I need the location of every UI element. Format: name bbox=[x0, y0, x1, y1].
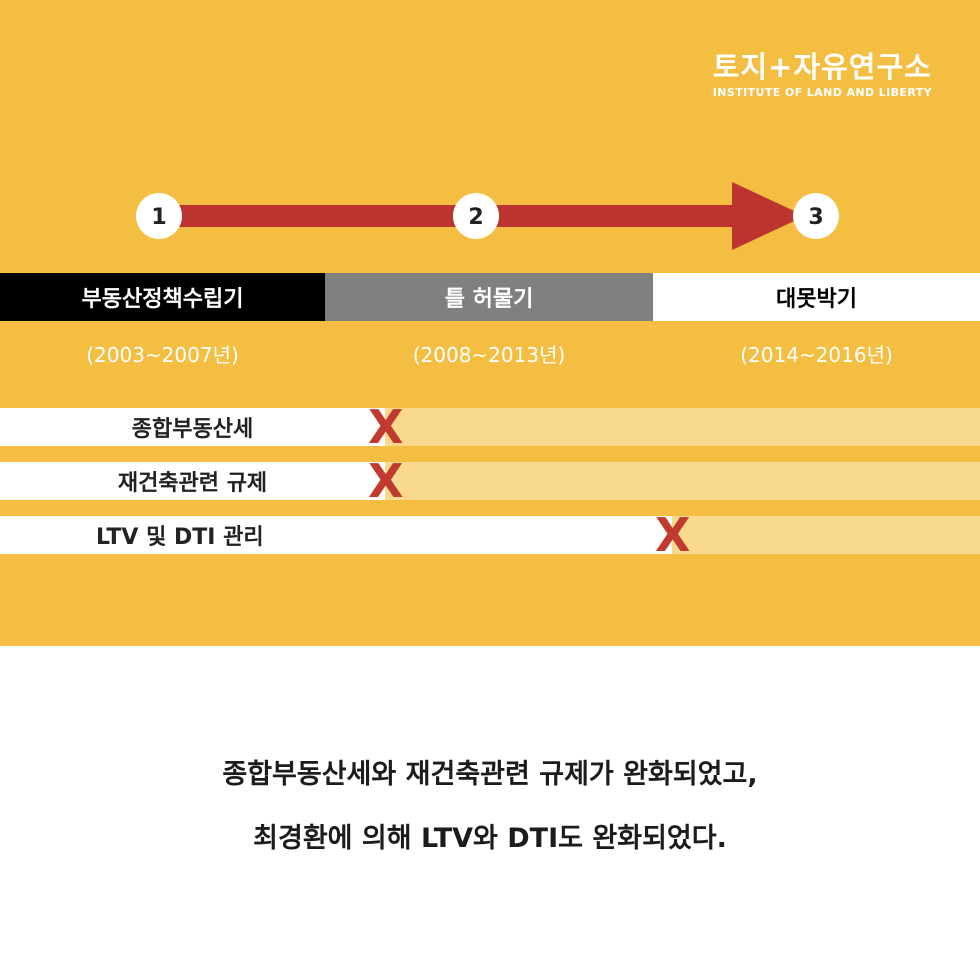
abolished-x-icon-3: X bbox=[655, 508, 691, 562]
policy-active-bar-2: 재건축관련 규제 bbox=[0, 462, 385, 500]
logo-title: 토지+자유연구소 bbox=[712, 50, 932, 84]
logo-subtitle: INSTITUTE OF LAND AND LIBERTY bbox=[712, 86, 932, 99]
abolished-x-icon-2: X bbox=[368, 454, 404, 508]
step-marker-2: 2 bbox=[453, 193, 499, 239]
policy-faded-bar-3 bbox=[672, 516, 980, 554]
step-number-1: 1 bbox=[151, 205, 166, 230]
policy-label-3: LTV 및 DTI 관리 bbox=[96, 525, 264, 550]
policy-label-2: 재건축관련 규제 bbox=[117, 471, 268, 496]
phase-header-2: 틀 허물기 bbox=[325, 273, 653, 321]
timeline-arrow-shaft bbox=[160, 205, 740, 227]
timeline-arrow-head bbox=[732, 182, 805, 250]
policy-row-3: LTV 및 DTI 관리 X bbox=[0, 510, 980, 560]
step-number-3: 3 bbox=[808, 205, 823, 230]
policy-active-bar-1: 종합부동산세 bbox=[0, 408, 385, 446]
phase-period-1: (2003~2007년) bbox=[86, 342, 239, 367]
abolished-x-icon-1: X bbox=[368, 400, 404, 454]
policy-active-bar-3: LTV 및 DTI 관리 bbox=[0, 516, 672, 554]
phase-header-3: 대못박기 bbox=[653, 273, 980, 321]
policy-row-1: 종합부동산세 X bbox=[0, 402, 980, 452]
policy-faded-bar-1 bbox=[385, 408, 980, 446]
phase-period-3: (2014~2016년) bbox=[740, 342, 893, 367]
infographic-panel: 토지+자유연구소 INSTITUTE OF LAND AND LIBERTY 1… bbox=[0, 0, 980, 646]
step-marker-3: 3 bbox=[793, 193, 839, 239]
policy-row-2: 재건축관련 규제 X bbox=[0, 456, 980, 506]
step-number-2: 2 bbox=[468, 205, 483, 230]
caption-line-1: 종합부동산세와 재건축관련 규제가 완화되었고, bbox=[222, 759, 758, 790]
step-marker-1: 1 bbox=[136, 193, 182, 239]
phase-period-2: (2008~2013년) bbox=[412, 342, 566, 367]
policy-faded-bar-2 bbox=[385, 462, 980, 500]
caption-line-2: 최경환에 의해 LTV와 DTI도 완화되었다. bbox=[253, 823, 727, 854]
institute-logo: 토지+자유연구소 INSTITUTE OF LAND AND LIBERTY bbox=[713, 50, 932, 100]
phase-header-1: 부동산정책수립기 bbox=[0, 273, 325, 321]
timeline-arrow: 1 2 3 bbox=[136, 182, 839, 250]
policy-label-1: 종합부동산세 bbox=[131, 417, 254, 442]
